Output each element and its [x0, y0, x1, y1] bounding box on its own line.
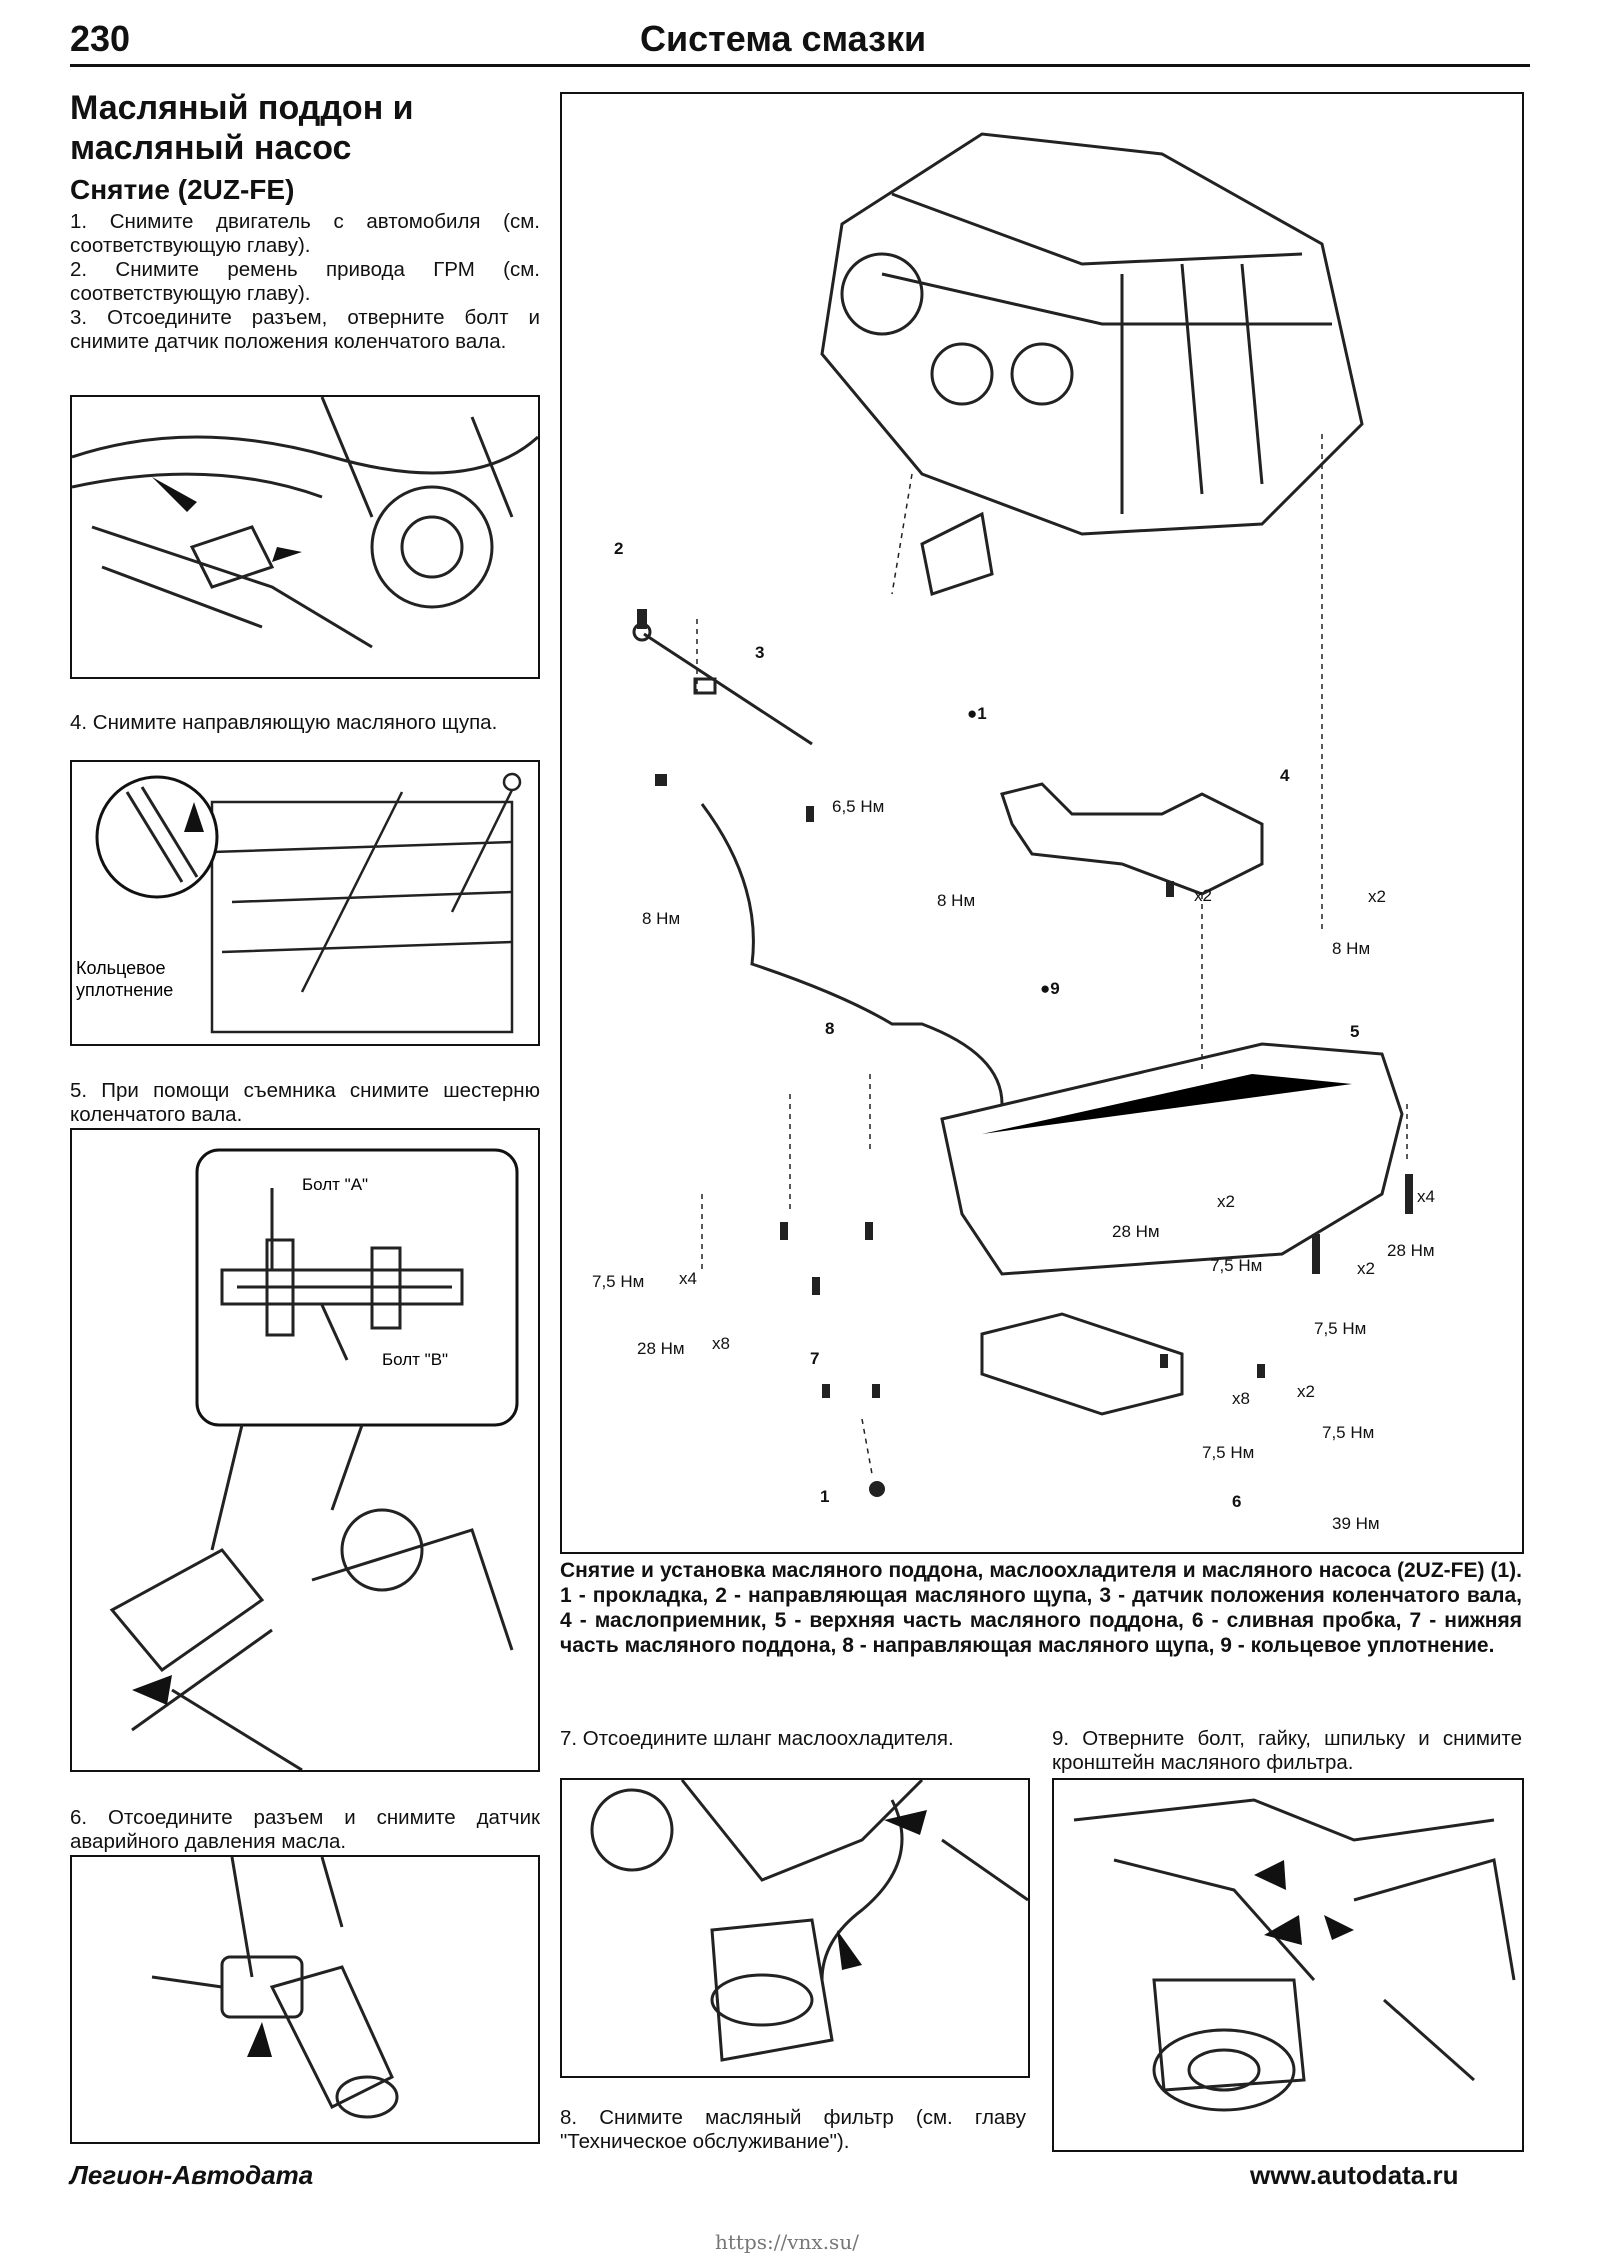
mult-x2-d: x2 — [1357, 1259, 1375, 1278]
bolt-b-label: Болт "B" — [382, 1350, 448, 1369]
label-6: 6 — [1232, 1492, 1241, 1511]
left-column-intro: Масляный поддон и масляный насос Снятие … — [70, 88, 540, 354]
step-3: 3. Отсоедините разъем, отверните болт и … — [70, 306, 540, 353]
section-subtitle: Снятие (2UZ-FE) — [70, 174, 295, 205]
torque-28-a: 28 Нм — [1112, 1222, 1160, 1241]
figure-crank-sensor — [70, 395, 540, 679]
oil-pressure-sensor-illustration — [151, 1857, 399, 2119]
torque-39: 39 Нм — [1332, 1514, 1380, 1533]
exploded-view-diagram: 2 3 4 ●1 ●9 8 5 7 6 1 6,5 Нм 8 Нм 8 Нм x… — [592, 132, 1435, 1533]
figure-oil-cooler-hose — [560, 1778, 1030, 2078]
label-5: 5 — [1350, 1022, 1359, 1041]
mult-x2-c: x2 — [1217, 1192, 1235, 1211]
torque-8-left: 8 Нм — [642, 909, 680, 928]
header-rule — [70, 64, 1530, 67]
arrow-up-icon — [184, 802, 204, 832]
label-7: 7 — [810, 1349, 819, 1368]
step-2: 2. Снимите ремень привода ГРМ (см. соотв… — [70, 258, 540, 305]
torque-7-5-d: 7,5 Нм — [1202, 1443, 1254, 1462]
torque-28-b: 28 Нм — [1387, 1241, 1435, 1260]
step-1: 1. Снимите двигатель с автомобиля (см. с… — [70, 210, 540, 257]
arrow-left-icon — [884, 1810, 927, 1835]
figure-filter-bracket — [1052, 1778, 1524, 2152]
step-6: 6. Отсоедините разъем и снимите датчик а… — [70, 1805, 540, 1853]
step-4: 4. Снимите направляющую масляного щупа. — [70, 710, 498, 734]
section-title-line2: масляный насос — [70, 129, 352, 167]
label-1: 1 — [820, 1487, 829, 1506]
arrow-up-icon — [247, 2022, 272, 2057]
step-9: 9. Отверните болт, гайку, шпильку и сним… — [1052, 1726, 1522, 1774]
figure-oil-pressure-sensor — [70, 1855, 540, 2144]
torque-7-5-b: 7,5 Нм — [1314, 1319, 1366, 1338]
crank-sensor-illustration — [72, 397, 538, 649]
torque-6-5: 6,5 Нм — [832, 797, 884, 816]
torque-7-5-a: 7,5 Нм — [1210, 1256, 1262, 1275]
mult-x8-a: x8 — [712, 1334, 730, 1353]
gear-puller-illustration: Болт "A" Болт "B" — [109, 1148, 519, 1770]
page-number: 230 — [70, 18, 131, 59]
mult-x4-a: x4 — [679, 1269, 697, 1288]
o-ring-label-line1: Кольцевое — [76, 958, 165, 978]
rotate-arrow-icon — [132, 1675, 172, 1705]
dipstick-guide-illustration: Кольцевое уплотнение — [76, 772, 522, 1034]
label-2: 2 — [614, 539, 623, 558]
watermark-url: https://vnx.su/ — [715, 2230, 859, 2254]
figure-dipstick-guide: Кольцевое уплотнение — [70, 760, 540, 1046]
bolt-a-label: Болт "A" — [302, 1175, 368, 1194]
label-4: 4 — [1280, 766, 1290, 785]
arrow-left-icon — [1264, 1915, 1302, 1945]
step-8: 8. Снимите масляный фильтр (см. главу "Т… — [560, 2105, 1026, 2153]
step-5: 5. При помощи съемника снимите шестерню … — [70, 1078, 540, 1126]
section-title-line1: Масляный поддон и — [70, 89, 414, 127]
label-8: 8 — [825, 1019, 834, 1038]
publisher-website: www.autodata.ru — [1250, 2160, 1459, 2190]
arrow-left-icon — [1254, 1860, 1286, 1890]
filter-bracket-illustration — [1073, 1798, 1516, 2112]
step-7: 7. Отсоедините шланг маслоохладителя. — [560, 1726, 954, 1750]
o-ring-label-line2: уплотнение — [76, 980, 173, 1000]
detail-circle — [95, 775, 219, 899]
main-figure-caption: Снятие и установка масляного поддона, ма… — [560, 1559, 1522, 1657]
figure-gear-puller: Болт "A" Болт "B" — [70, 1128, 540, 1772]
label-1-bullet: ●1 — [967, 704, 987, 723]
figure-oil-pan-exploded: 2 3 4 ●1 ●9 8 5 7 6 1 6,5 Нм 8 Нм 8 Нм x… — [560, 92, 1524, 1554]
torque-8-x2: 8 Нм — [937, 891, 975, 910]
publisher-name: Легион-Автодата — [70, 2160, 314, 2190]
mult-x2-e: x2 — [1297, 1382, 1315, 1401]
label-3: 3 — [755, 643, 764, 662]
arrow-icon — [152, 477, 302, 562]
arrow-up-left-icon — [837, 1930, 862, 1970]
arrow-up-left-icon — [1324, 1915, 1354, 1940]
mult-x2-a: x2 — [1194, 886, 1212, 905]
torque-7-5-e: 7,5 Нм — [1322, 1423, 1374, 1442]
torque-7-5-c: 7,5 Нм — [592, 1272, 644, 1291]
chapter-title: Система смазки — [640, 18, 927, 59]
oil-cooler-hose-illustration — [590, 1780, 1028, 2062]
torque-8-right: 8 Нм — [1332, 939, 1370, 958]
mult-x8-b: x8 — [1232, 1389, 1250, 1408]
mult-x4-b: x4 — [1417, 1187, 1435, 1206]
mult-x2-b: x2 — [1368, 887, 1386, 906]
engine-block — [820, 132, 1364, 596]
torque-28-c: 28 Нм — [637, 1339, 685, 1358]
label-9-bullet: ●9 — [1040, 979, 1060, 998]
